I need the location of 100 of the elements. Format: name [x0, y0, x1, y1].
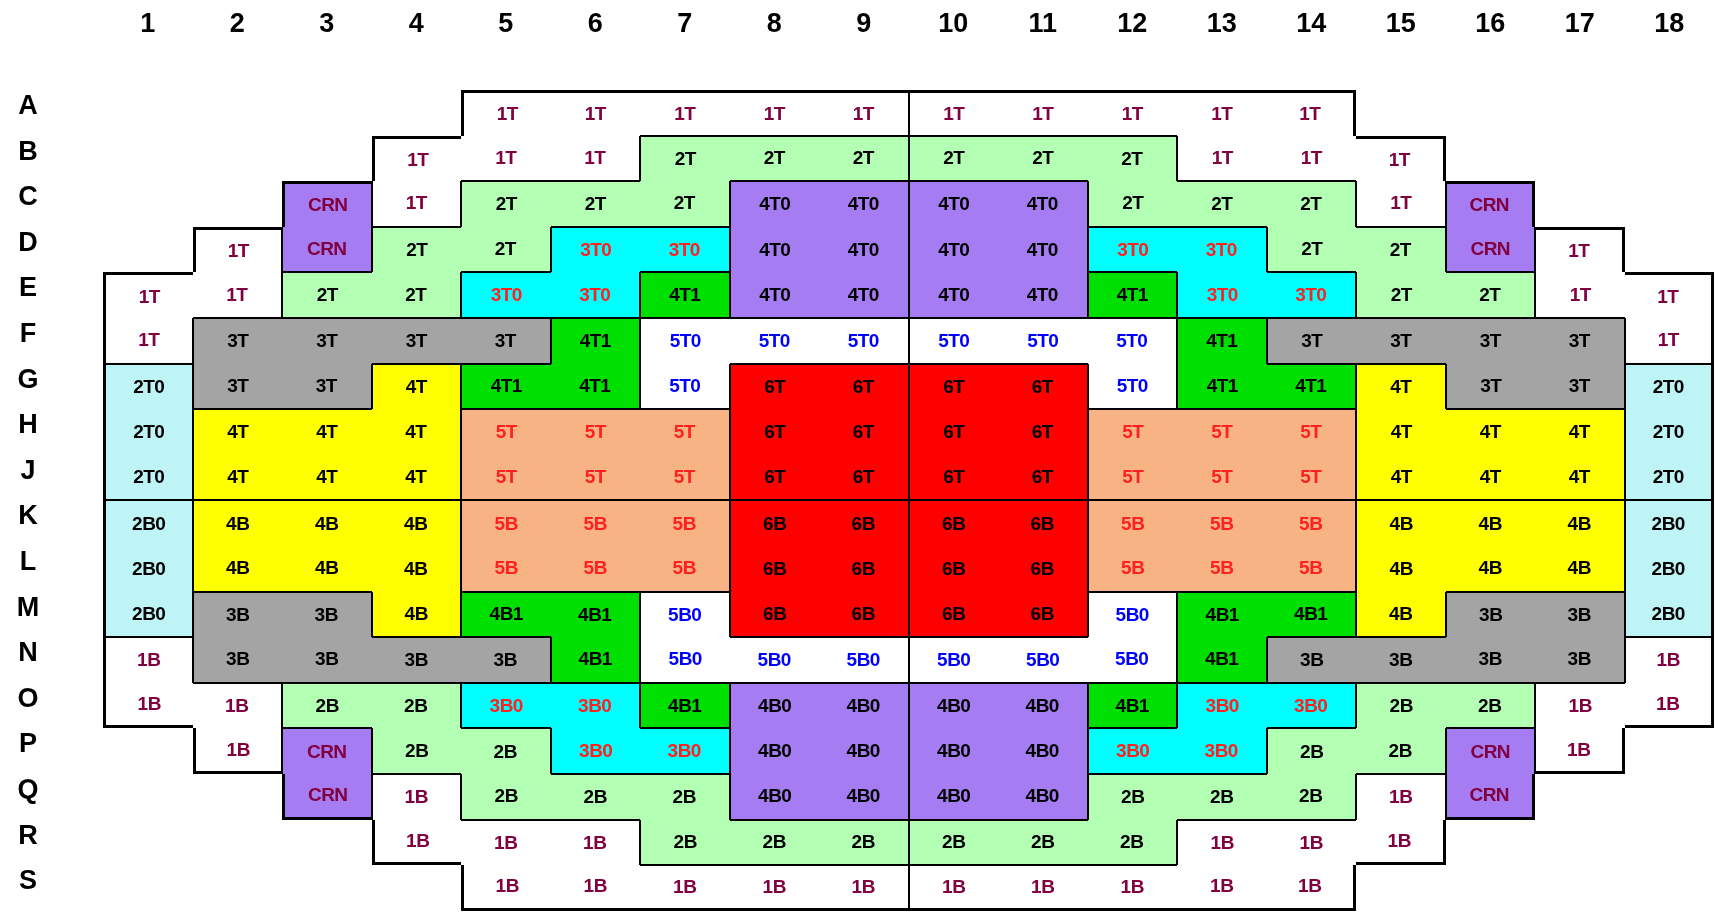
- zone-cell: 2B: [461, 728, 551, 774]
- zone-cell: 3T: [192, 318, 282, 364]
- row-letter: D: [17, 226, 39, 259]
- zone-cell: 4B: [1535, 500, 1625, 546]
- zone-cell: 1B: [908, 865, 998, 911]
- row-letter: M: [15, 591, 41, 624]
- zone-cell: 4B1: [1087, 682, 1177, 729]
- zone-cell: 6B: [998, 591, 1088, 638]
- zone-cell: 1T: [998, 90, 1088, 136]
- zone-cell: 2T: [371, 272, 461, 318]
- zone-cell: CRN: [282, 774, 372, 820]
- zone-cell: 6T: [729, 409, 819, 455]
- zone-cell: 2B0: [1624, 591, 1714, 638]
- zone-cell: 2B: [819, 819, 909, 866]
- zone-cell: 2T: [729, 135, 819, 182]
- zone-cell: 2T: [1445, 272, 1535, 318]
- zone-cell: 1B: [103, 682, 193, 729]
- zone-cell: CRN: [282, 728, 372, 774]
- zone-cell: 5B0: [998, 637, 1088, 683]
- zone-cell: 2T0: [103, 363, 193, 410]
- zone-cell: 2B: [908, 819, 998, 866]
- zone-cell: 5B: [1266, 546, 1356, 592]
- zone-cell: 4B0: [908, 774, 998, 820]
- zone-cell: CRN: [1445, 181, 1535, 227]
- zone-cell: 6B: [998, 546, 1088, 592]
- zone-cell: 3T0: [1087, 226, 1177, 273]
- zone-cell: 4T1: [550, 363, 640, 410]
- zone-cell: 6B: [908, 591, 998, 638]
- zone-cell: 4T0: [908, 226, 998, 273]
- zone-cell: 5B: [461, 546, 551, 592]
- zone-cell: 4B: [1445, 546, 1535, 592]
- zone-cell: 5B0: [729, 637, 819, 683]
- zone-cell: 4B0: [998, 682, 1088, 729]
- zone-cell: 4B1: [461, 591, 551, 638]
- zone-cell: 1B: [103, 637, 193, 683]
- zone-cell: 4T0: [729, 226, 819, 273]
- zone-cell: 4T: [1445, 409, 1535, 455]
- zone-cell: 1T: [192, 272, 282, 318]
- zone-cell: 2B: [371, 728, 461, 774]
- row-letter: G: [16, 363, 40, 396]
- column-number: 7: [676, 8, 694, 39]
- zone-cell: 4T0: [998, 272, 1088, 318]
- zone-cell: 4T: [1535, 454, 1625, 501]
- zone-cell: 2T: [640, 135, 730, 182]
- zone-cell: 4B0: [729, 728, 819, 774]
- zone-cell: 5T: [461, 454, 551, 501]
- zone-cell: 4T1: [1177, 318, 1267, 364]
- zone-cell: 5B0: [640, 637, 730, 683]
- zone-cell: 5T: [1177, 454, 1267, 501]
- zone-cell: 3T: [1535, 363, 1625, 410]
- zone-cell: 4T0: [729, 181, 819, 227]
- column-number: 3: [318, 8, 336, 39]
- zone-cell: 5T: [550, 454, 640, 501]
- row-letter: K: [17, 500, 39, 533]
- zone-cell: 3B: [192, 637, 282, 683]
- zone-cell: 1T: [461, 90, 551, 136]
- zone-cell: 3B: [1445, 591, 1535, 638]
- zone-cell: 2T: [1177, 181, 1267, 227]
- zone-cell: 1B: [1535, 682, 1625, 729]
- zone-cell: 4B0: [819, 774, 909, 820]
- zone-cell: 2B: [1445, 682, 1535, 729]
- zone-cell: 2T: [371, 226, 461, 273]
- zone-cell: 6T: [819, 409, 909, 455]
- zone-cell: 2T: [819, 135, 909, 182]
- column-number: 18: [1653, 8, 1686, 39]
- zone-cell: 4B: [1356, 546, 1446, 592]
- zone-cell: 5T: [640, 409, 730, 455]
- zone-cell: 4B1: [1177, 591, 1267, 638]
- zone-cell: 1B: [1356, 819, 1446, 866]
- zone-cell: 5B: [1266, 500, 1356, 546]
- zone-cell: 4T: [282, 454, 372, 501]
- zone-cell: 4T0: [819, 181, 909, 227]
- zone-cell: 6B: [819, 500, 909, 546]
- zone-cell: 6B: [908, 546, 998, 592]
- zone-cell: 6T: [729, 454, 819, 501]
- zone-cell: 1T: [1177, 135, 1267, 182]
- zone-cell: 4T: [1445, 454, 1535, 501]
- zone-cell: 4B: [1356, 500, 1446, 546]
- zone-cell: 1T: [550, 135, 640, 182]
- zone-cell: 5B: [1177, 546, 1267, 592]
- zone-cell: 4B1: [550, 637, 640, 683]
- zone-cell: 6T: [998, 363, 1088, 410]
- zone-cell: 3T: [1266, 318, 1356, 364]
- column-number: 15: [1384, 8, 1417, 39]
- zone-cell: 1T: [103, 272, 193, 318]
- zone-cell: 5B: [550, 546, 640, 592]
- zone-cell: CRN: [282, 226, 372, 273]
- zone-cell: 1B: [1624, 637, 1714, 683]
- zone-cell: 1B: [1535, 728, 1625, 774]
- zone-cell: 1T: [1266, 90, 1356, 136]
- zone-cell: 4T1: [1177, 363, 1267, 410]
- zone-cell: 6B: [819, 546, 909, 592]
- zone-cell: 3B: [282, 637, 372, 683]
- zone-cell: 4T: [371, 409, 461, 455]
- zone-cell: 2T: [998, 135, 1088, 182]
- zone-cell: 2B: [640, 819, 730, 866]
- zone-cell: 6B: [729, 546, 819, 592]
- zone-cell: 3T0: [1177, 226, 1267, 273]
- zone-cell: 5B: [640, 500, 730, 546]
- zone-cell: 1B: [640, 865, 730, 911]
